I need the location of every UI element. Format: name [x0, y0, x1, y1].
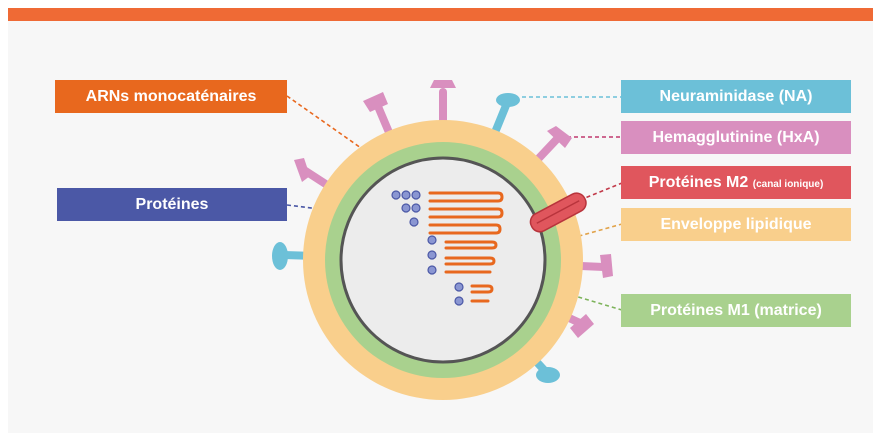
na-spike-heads [272, 93, 560, 383]
label-m1: Protéines M1 (matrice) [621, 294, 851, 327]
label-arn: ARNs monocaténaires [55, 80, 287, 113]
protein-dots [391, 190, 464, 306]
virus-core [339, 156, 547, 364]
rna-segments [428, 191, 504, 303]
label-proteines: Protéines [57, 188, 287, 221]
label-enveloppe: Enveloppe lipidique [621, 208, 851, 241]
leader-m2 [579, 182, 623, 201]
label-m2-small: (canal ionique) [752, 179, 824, 190]
label-m2: Protéines M2 (canal ionique) [621, 166, 851, 199]
header-bar [8, 8, 873, 21]
ha-spike-heads [294, 80, 613, 338]
label-hemagglutinine: Hemagglutinine (HxA) [621, 121, 851, 154]
label-m2-main: Protéines M2 [648, 174, 749, 191]
label-neuraminidase: Neuraminidase (NA) [621, 80, 851, 113]
m2-channel [529, 192, 587, 233]
